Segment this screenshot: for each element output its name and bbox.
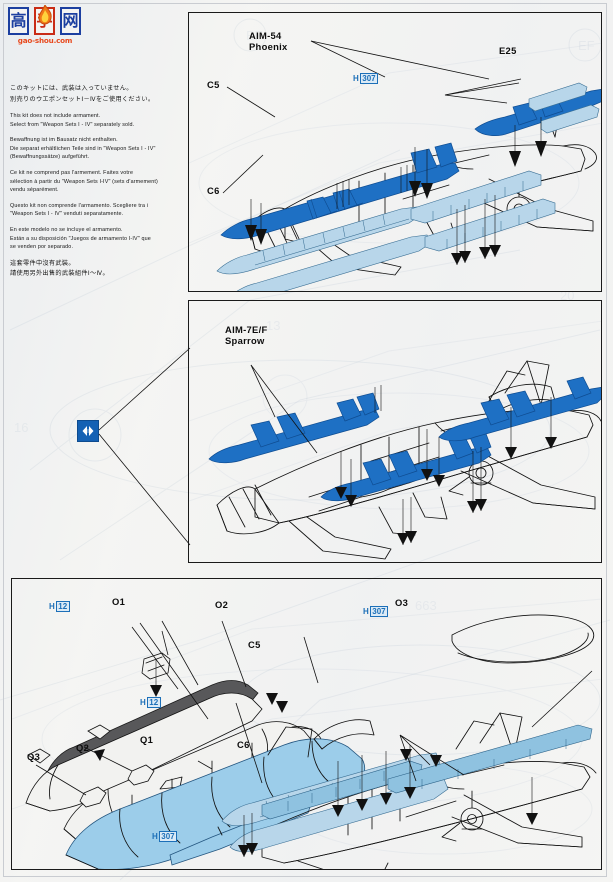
label-aim54-line1: AIM-54: [249, 30, 282, 41]
label-c6-bottom: C6: [237, 739, 250, 750]
label-q2: Q2: [76, 742, 90, 753]
part-e25-rails: [410, 170, 556, 252]
notice-zh-line-2: 請使用另外出售的武裝組件Ⅰ～Ⅳ。: [10, 270, 109, 278]
logo-char-2: 手: [34, 7, 55, 35]
notice-fr-line-1: Ce kit ne comprend pas l'armement. Faite…: [10, 169, 134, 176]
notice-zh-line-1: 這套零件中沒有武裝。: [10, 259, 75, 267]
label-aim7: AIM-7E/F Sparrow: [225, 324, 268, 346]
label-aim54-line2: Phoenix: [249, 40, 288, 52]
paint-code-h307-tank: H 307: [152, 831, 178, 842]
panel-bottom-artwork: [12, 598, 601, 869]
notice-ja-line-1: このキットには、武装は入っていません。: [10, 85, 133, 92]
notice-es-line-3: se venden por separado.: [10, 244, 74, 251]
notice-de-line-2: Die separat erhältlichen Teile sind in "…: [10, 145, 156, 152]
label-aim7-line1: AIM-7E/F: [225, 324, 268, 335]
paint-code-h12-lower: H 12: [140, 697, 161, 708]
notice-fr-line-3: vendu séparément.: [10, 187, 59, 194]
paint-number: 307: [158, 831, 178, 842]
logo-char-1: 高: [8, 7, 29, 35]
panel-mid-artwork: [189, 320, 601, 560]
notice-es-line-2: Están a su disposición "Juegos de armame…: [10, 235, 151, 242]
panel-aim54-phoenix: AIM-54 Phoenix E25 C5 C6 H 307: [188, 12, 602, 292]
notice-fr-line-2: sélection à partir du "Weapon Sets I-IV"…: [10, 178, 158, 185]
aim7-missile-3: [438, 376, 601, 442]
label-aim7-line2: Sparrow: [225, 334, 265, 346]
svg-text:16: 16: [14, 420, 28, 435]
aim54-missile-upper: [220, 142, 460, 240]
label-c5-bottom: C5: [248, 639, 261, 650]
notice-es-line-1: En este modelo no se incluye el armament…: [10, 226, 123, 233]
panel-fuel-tank-assembly: O1 O2 O3 C5 C6 Q1 Q2 Q3 H 12 H 12 H 307 …: [11, 578, 602, 870]
mirror-both-sides-icon: [77, 420, 99, 442]
aim7-missile-2: [320, 430, 492, 502]
paint-prefix: H: [363, 607, 369, 616]
paint-prefix: H: [49, 602, 55, 611]
site-logo: 高 手 网 gao-shou.com: [8, 5, 82, 47]
notice-ja-line-2: 別売りのウエポンセットⅠ－Ⅳをご使用ください。: [10, 95, 155, 103]
notice-en-line-2: Select from "Weapon Sets I - IV" separat…: [10, 121, 135, 128]
part-o3-strip: [387, 724, 593, 794]
panel-aim7-sparrow: AIM-7E/F Sparrow: [188, 300, 602, 563]
label-o2: O2: [215, 599, 229, 610]
notice-de-line-1: Bewaffnung ist im Bausatz nicht enthalte…: [10, 137, 118, 144]
notice-en-line-1: This kit does not include armament.: [10, 113, 101, 119]
label-o1: O1: [112, 596, 126, 607]
aim7-missile-1: [208, 392, 380, 464]
paint-prefix: H: [152, 832, 158, 841]
notice-it-line-1: Questo kit non comprende l'armamento. Sc…: [10, 202, 149, 209]
notice-it-line-2: "Weapon Sets I - IV" venduti separatamen…: [10, 211, 124, 218]
label-aim54: AIM-54 Phoenix: [249, 30, 288, 52]
part-q2: [87, 724, 155, 786]
notice-de-line-3: (Bewaffnungssätze) aufgeführt.: [10, 154, 90, 161]
label-c5: C5: [207, 79, 220, 90]
label-e25: E25: [499, 45, 517, 56]
part-q3: [27, 748, 107, 808]
paint-number: 307: [369, 606, 389, 617]
label-o3: O3: [395, 597, 409, 608]
paint-number: 12: [55, 601, 70, 612]
paint-code-h12-upper: H 12: [49, 601, 70, 612]
panel-top-artwork: [189, 40, 601, 291]
paint-code-h307-top: H 307: [353, 73, 379, 84]
label-c6: C6: [207, 185, 220, 196]
assembly-arrows-mid: [335, 437, 557, 507]
label-leader-lines: [222, 40, 522, 194]
label-q3: Q3: [27, 751, 41, 762]
part-e25-small: [528, 82, 600, 134]
label-q1: Q1: [140, 734, 154, 745]
logo-char-3: 网: [60, 7, 81, 35]
paint-number: 307: [359, 73, 379, 84]
armament-notice-text: このキットには、武装は入っていません。 別売りのウエポンセットⅠ－Ⅳをご使用くだ…: [10, 84, 188, 280]
assembly-arrows: [245, 141, 547, 245]
assembly-arrows-bottom: [266, 693, 538, 825]
paint-prefix: H: [140, 698, 146, 707]
logo-url: gao-shou.com: [17, 36, 73, 45]
paint-prefix: H: [353, 74, 359, 83]
paint-code-h307-bottom-right: H 307: [363, 606, 389, 617]
paint-number: 12: [146, 697, 161, 708]
